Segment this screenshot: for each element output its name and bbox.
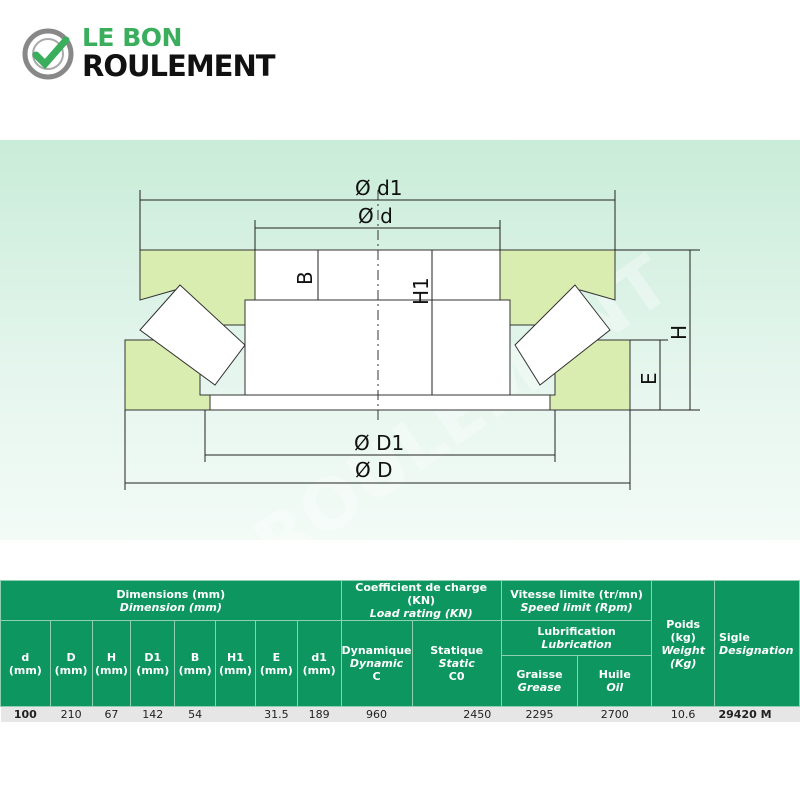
roller-left [139, 284, 246, 386]
col-D1: D1(mm) [130, 620, 176, 707]
cell-d: 100 [0, 706, 51, 722]
cell-dynamic: 960 [341, 706, 412, 722]
col-H: H(mm) [91, 620, 132, 707]
cell-grease: 2295 [501, 706, 578, 722]
bearing-check-icon [22, 28, 74, 80]
table-row: 100 210 67 142 54 31.5 189 960 2450 2295… [0, 706, 800, 722]
cell-H1 [215, 706, 256, 722]
logo-line1: LE BON [82, 23, 182, 52]
cell-B: 54 [174, 706, 216, 722]
weight-header: Poids(kg)Weight(Kg) [651, 580, 715, 707]
col-B: B(mm) [174, 620, 217, 707]
col-E: E(mm) [254, 620, 298, 707]
label-E: E [637, 372, 661, 385]
bearing-drawing: ROULEMENT Ø d1 Ø d Ø D1 Ø D B H1 H E [0, 140, 800, 540]
speed-header: Vitesse limite (tr/mn)Speed limit (Rpm) [500, 580, 653, 621]
col-D: D(mm) [49, 620, 93, 707]
cell-D: 210 [50, 706, 92, 722]
label-B: B [293, 271, 317, 285]
label-d1: Ø d1 [355, 176, 403, 200]
dimensions-header: Dimensions (mm)Dimension (mm) [0, 580, 342, 621]
roller-right [514, 284, 611, 386]
cell-d1: 189 [297, 706, 342, 722]
cell-static: 2450 [412, 706, 502, 722]
label-d: Ø d [358, 204, 393, 228]
col-d: d(mm) [0, 620, 51, 707]
label-D: Ø D [355, 458, 393, 482]
cell-oil: 2700 [577, 706, 652, 722]
cell-E: 31.5 [255, 706, 298, 722]
label-H: H [667, 325, 691, 340]
cell-weight: 10.6 [651, 706, 715, 722]
col-d1: d1(mm) [296, 620, 342, 707]
label-D1: Ø D1 [354, 431, 404, 455]
logo: LE BON ROULEMENT [22, 23, 302, 85]
cell-D1: 142 [130, 706, 175, 722]
load-header: Coefficient de charge (KN)Load rating (K… [340, 580, 502, 621]
logo-line2: ROULEMENT [82, 49, 276, 83]
col-H1: H1(mm) [215, 620, 256, 707]
specifications-table: Dimensions (mm)Dimension (mm) Coefficien… [0, 580, 800, 722]
cell-H: 67 [92, 706, 131, 722]
cell-designation: 29420 M [714, 706, 800, 722]
label-H1: H1 [409, 277, 433, 305]
